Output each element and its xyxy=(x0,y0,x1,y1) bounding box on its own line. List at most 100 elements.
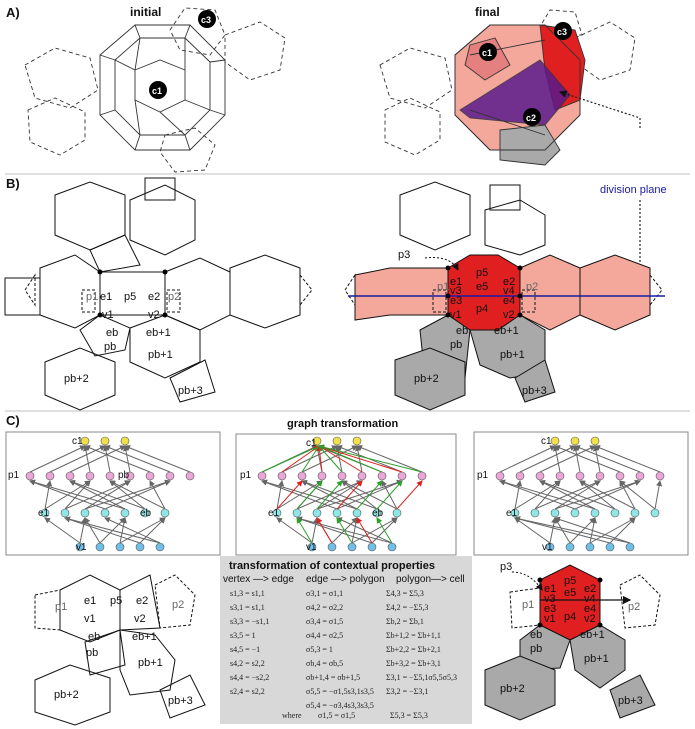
initial-cell-drawing xyxy=(24,7,286,173)
c-right-v3-label: v3 xyxy=(544,593,556,605)
g-right-poly-cell-arrow-31 xyxy=(592,445,601,473)
g-mid-colored-vert-arrow-0 xyxy=(296,517,313,544)
table-header-vertex-edge: vertex —> edge xyxy=(223,574,294,585)
table-cell-col2-3: σ4,4 = σ2,5 xyxy=(306,631,343,640)
c-right-v4-label: v4 xyxy=(584,593,596,605)
g-left-edge-node-0 xyxy=(40,508,50,518)
g-mid-colored-poly-arrow-7 xyxy=(318,444,403,473)
table-cell-col3-3: Σb+1,2 = Σb+1,1 xyxy=(386,631,441,640)
g-left-polygon-node-2 xyxy=(65,471,75,481)
g-right-e1-label: e1 xyxy=(506,508,518,519)
g-mid-edge-node-5 xyxy=(372,508,382,518)
g-left-v1-label: v1 xyxy=(76,542,87,553)
table-where-2: Σ5,3 = Σ5,3 xyxy=(390,711,428,720)
g-left-vertex-node-0 xyxy=(75,542,85,552)
c-right-p2-label: p2 xyxy=(628,601,640,613)
table-cell-col3-1: Σ4,2 = −Σ5,3 xyxy=(386,603,428,612)
g-right-vert-edge-arrow-17 xyxy=(549,517,557,544)
c-left-e1-label: e1 xyxy=(84,595,96,607)
g-right-vert-edge-arrow-22 xyxy=(609,517,636,544)
c-left-pb3-label: pb+3 xyxy=(168,695,193,707)
g-left-eb-label: eb xyxy=(140,508,152,519)
division-plane-label: division plane xyxy=(600,184,667,196)
c-left-pb1-label: pb+1 xyxy=(138,657,163,669)
g-mid-v1-label: v1 xyxy=(306,542,317,553)
cell-c3-marker xyxy=(198,10,216,28)
c-right-pb2-label: pb+2 xyxy=(500,683,525,695)
b-right-v3-label: v3 xyxy=(450,285,462,297)
g-mid-polygon-node-2 xyxy=(297,471,307,481)
g-mid-colored-vert-arrow-1 xyxy=(316,517,333,544)
c-left-p2-label: p2 xyxy=(172,599,184,611)
g-mid-colored-edge-arrow-0 xyxy=(276,480,303,510)
g-mid-vertex-node-0 xyxy=(307,542,317,552)
g-left-edge-poly-arrow-11 xyxy=(109,480,146,510)
table-cell-col3-4: Σb+2,2 = Σb+2,1 xyxy=(386,645,441,654)
table-background xyxy=(220,556,472,724)
b-left-pb-label: pb xyxy=(104,341,116,353)
g-right-edge-node-7 xyxy=(650,508,660,518)
g-left-vert-edge-arrow-23 xyxy=(104,517,161,544)
g-left-vert-edge-arrow-16 xyxy=(84,517,101,544)
c-left-v1-label: v1 xyxy=(84,613,96,625)
c-right-eb-label: eb xyxy=(530,629,542,641)
table-cell-col2-1: σ4,2 = σ2,2 xyxy=(306,603,343,612)
c-left-e2-label: e2 xyxy=(136,595,148,607)
table-cell-col3-6: Σ3,1 = −Σ5,1σ5,5σ5,3 xyxy=(386,673,457,682)
c-right-vertices xyxy=(537,577,603,628)
g-left-poly-cell-arrow-32 xyxy=(124,445,191,473)
g-right-vert-edge-arrow-21 xyxy=(589,517,636,544)
final-cell-drawing xyxy=(379,9,636,166)
b-left-p2-label: p2 xyxy=(168,291,180,303)
final-c3-label: c3 xyxy=(557,27,567,37)
g-mid-vertex-node-4 xyxy=(387,542,397,552)
g-right-edge-poly-arrow-10 xyxy=(539,479,616,510)
g-mid-vertex-node-2 xyxy=(347,542,357,552)
table-cell-col1-4: s4,5 = −1 xyxy=(230,645,260,654)
g-right-vert-edge-arrow-24 xyxy=(514,516,631,544)
g-right-poly-cell-arrow-33 xyxy=(574,445,641,473)
g-mid-polygon-node-4 xyxy=(337,471,347,481)
b-right-vertices xyxy=(445,265,523,318)
g-right-edge-poly-arrow-11 xyxy=(579,480,616,510)
table-cell-col1-5: s4,2 = s2,2 xyxy=(230,659,265,668)
g-mid-vertex-node-3 xyxy=(367,542,377,552)
b-left-p5-label: p5 xyxy=(124,291,136,303)
b-left-eb-label: eb xyxy=(106,327,118,339)
g-right-vert-edge-arrow-25 xyxy=(554,516,631,544)
cell-c1-marker xyxy=(149,81,167,99)
g-right-polygon-node-4 xyxy=(575,471,585,481)
c-left-pb-label: pb xyxy=(86,647,98,659)
b-right-p3-label: p3 xyxy=(398,249,410,261)
g-right-edge-poly-arrow-8 xyxy=(499,479,596,510)
b-left-pb3-label: pb+3 xyxy=(178,385,203,397)
table-cell-col2-7: σ5,5 = −σ1,5s3,1s3,5 xyxy=(306,687,374,696)
g-mid-vert-edge-arrow-21 xyxy=(296,516,373,544)
c-right-pb1-label: pb+1 xyxy=(584,653,609,665)
g-right-poly-cell-arrow-30 xyxy=(572,445,581,473)
g-right-edge-node-2 xyxy=(550,508,560,518)
g-right-edge-poly-arrow-14 xyxy=(619,480,656,510)
g-mid-colored-edge-arrow-3 xyxy=(336,480,363,510)
g-left-poly-cell-arrow-24 xyxy=(29,445,86,473)
g-mid-colored-edge-arrow-6 xyxy=(396,480,423,510)
b-right-pb3-label: pb+3 xyxy=(522,385,547,397)
g-right-edge-poly-arrow-12 xyxy=(579,480,636,510)
initial-title: initial xyxy=(130,5,161,19)
g-mid-polygon-node-8 xyxy=(417,471,427,481)
g-right-vert-edge-arrow-16 xyxy=(514,517,551,544)
g-right-poly-cell-arrow-32 xyxy=(554,445,621,473)
g-right-v1-label: v1 xyxy=(542,542,553,553)
b-left-p1-label: p1 xyxy=(86,291,98,303)
g-left-vert-edge-arrow-15 xyxy=(79,517,87,544)
table-cell-col2-5: σb,4 = σb,5 xyxy=(306,659,343,668)
c-left-p1-label: p1 xyxy=(55,601,67,613)
g-left-cell-node-1 xyxy=(100,436,110,446)
table-cell-col3-2: Σb,2 = Σb,1 xyxy=(386,617,424,626)
g-right-polygon-node-7 xyxy=(635,471,645,481)
b-right-p2-label: p2 xyxy=(526,281,538,293)
table-cell-col1-3: s3,5 = 1 xyxy=(230,631,256,640)
g-mid-polygon-node-1 xyxy=(277,471,287,481)
g-left-edge-poly-arrow-7 xyxy=(29,479,106,510)
g-right-vertex-node-1 xyxy=(565,542,575,552)
